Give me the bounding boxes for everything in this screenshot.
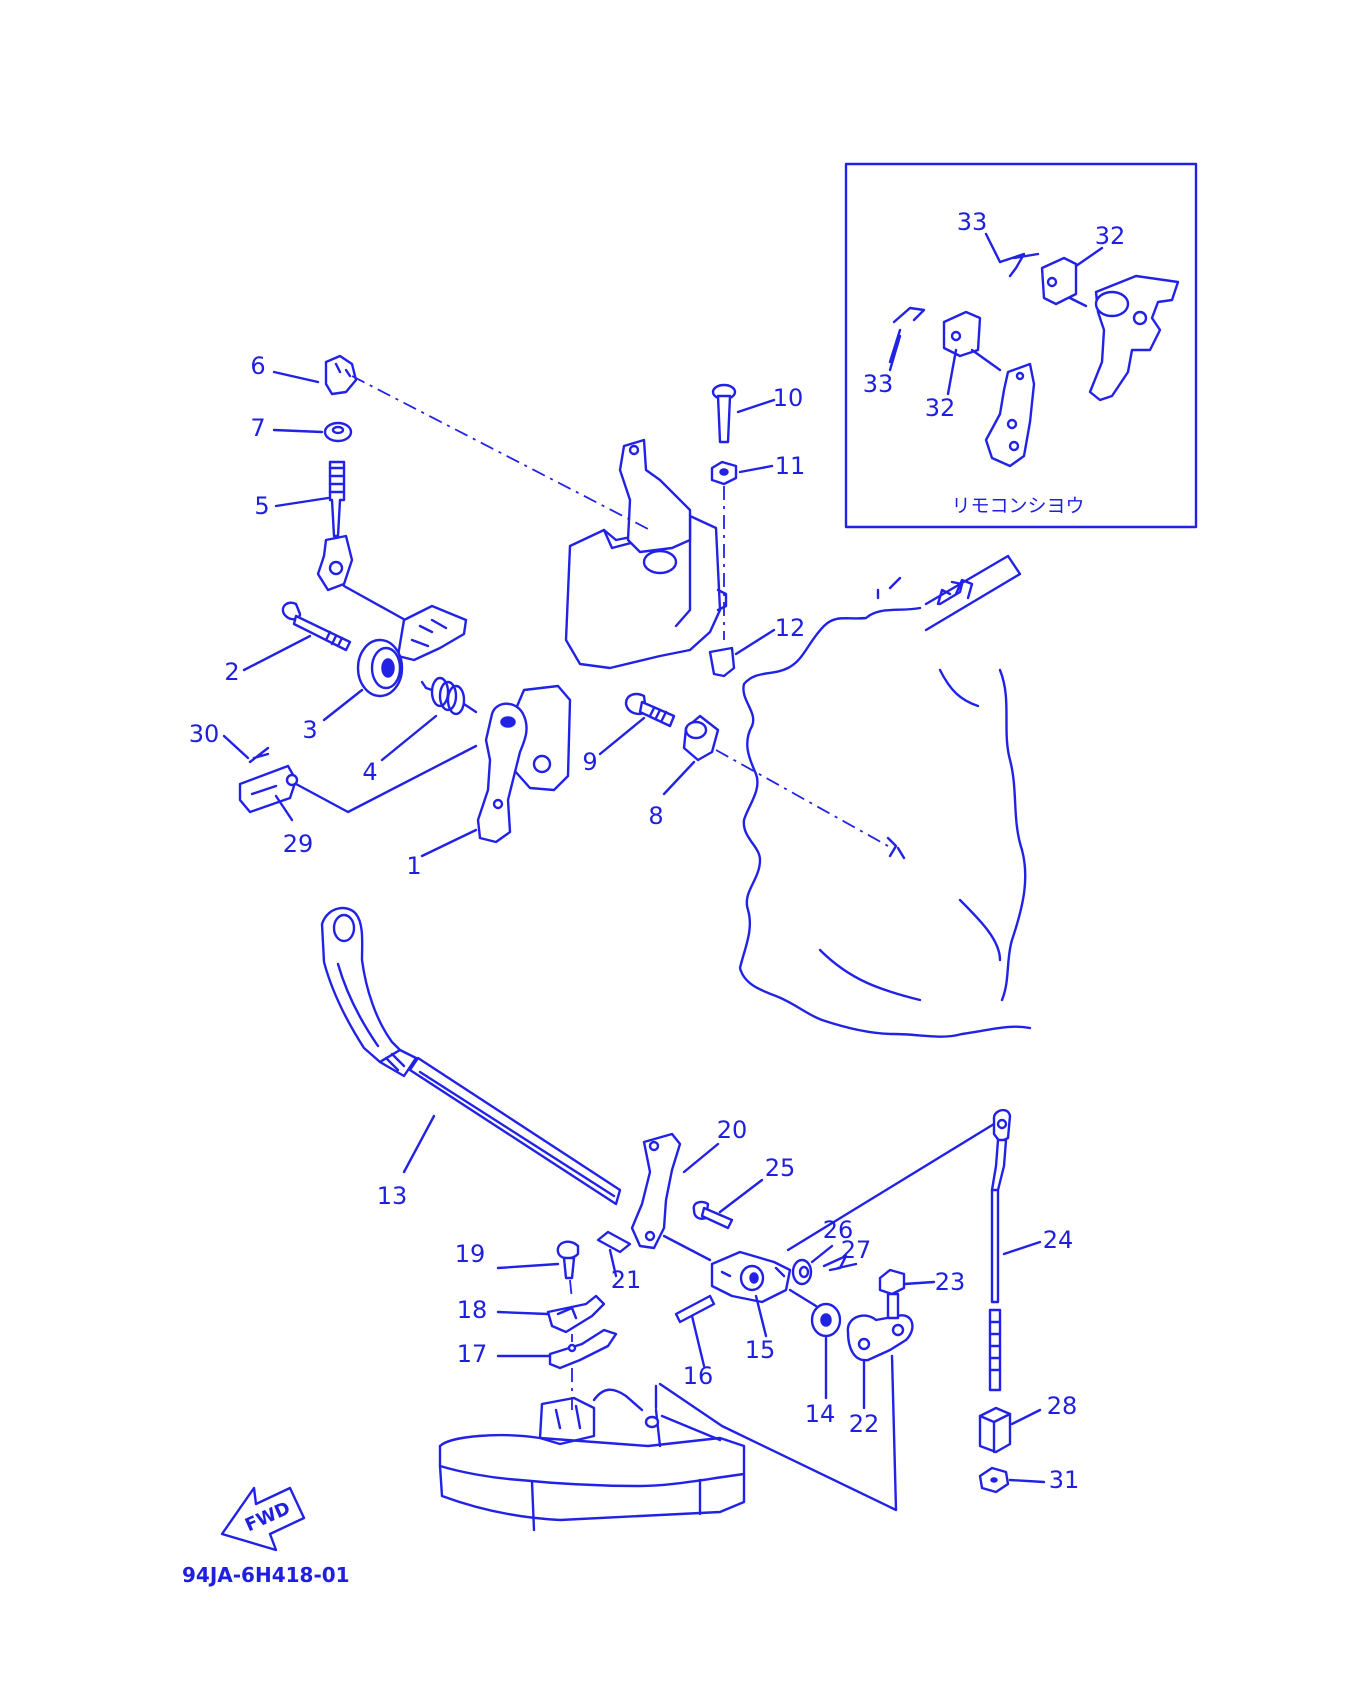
label-26: 26	[823, 1216, 854, 1244]
label-17: 17	[457, 1340, 488, 1368]
label-28: 28	[1047, 1392, 1078, 1420]
part-13-handle	[320, 906, 402, 1064]
control-bracket	[564, 438, 728, 670]
part-12	[708, 646, 736, 678]
label-14: 14	[805, 1400, 836, 1428]
part-32-upper	[1040, 256, 1078, 306]
inset-frame	[844, 162, 1198, 529]
label-31: 31	[1049, 1466, 1080, 1494]
part-23-bolt	[886, 1292, 900, 1320]
part-13-shift-lever: 13	[320, 906, 622, 1210]
label-7: 7	[250, 414, 265, 442]
label-21: 21	[611, 1266, 642, 1294]
part-2-bolt	[292, 614, 352, 652]
label-18: 18	[457, 1296, 488, 1324]
part-1-lever	[476, 702, 528, 844]
part-27	[822, 1254, 848, 1272]
throttle-link-assembly: 6 7 5 2 3 4 30 29 1	[189, 352, 651, 880]
bracket-fasteners: 10 11 12 9 8	[582, 383, 906, 860]
part-10-bolt	[716, 394, 732, 444]
label-33-lower: 33	[863, 370, 894, 398]
label-1: 1	[406, 852, 421, 880]
label-16: 16	[683, 1362, 714, 1390]
part-18	[546, 1294, 606, 1334]
part-25-bolt	[700, 1206, 734, 1230]
label-33-upper: 33	[957, 208, 988, 236]
label-25: 25	[765, 1154, 796, 1182]
label-12: 12	[775, 614, 806, 642]
part-33-lower	[888, 306, 926, 364]
part-23-head	[878, 1268, 906, 1296]
part-4-spring	[420, 676, 478, 716]
label-2: 2	[224, 658, 239, 686]
label-9: 9	[582, 748, 597, 776]
remote-control-inset: 33 32 33 32 リモコンシヨウ	[844, 162, 1198, 529]
part-19-head	[556, 1240, 580, 1260]
part-6	[324, 354, 358, 396]
label-5: 5	[254, 492, 269, 520]
bracket-arm	[618, 438, 692, 554]
part-20	[630, 1132, 682, 1250]
part-13-shaft	[408, 1056, 622, 1206]
part-30	[248, 746, 270, 764]
part-19-bolt	[562, 1256, 576, 1280]
label-32-upper: 32	[1095, 222, 1126, 250]
label-15: 15	[745, 1336, 776, 1364]
part-21	[596, 1230, 632, 1254]
fwd-arrow-icon	[220, 1486, 306, 1552]
part-17	[548, 1328, 618, 1370]
label-11: 11	[775, 452, 806, 480]
part-16	[674, 1294, 716, 1324]
label-23: 23	[935, 1268, 966, 1296]
remote-plate-lever	[984, 362, 1036, 468]
shift-linkage: 20 25 19 21 18 17 16 15 14 22 26 27 23 2…	[438, 1108, 1080, 1532]
remote-lever-boss	[1094, 290, 1130, 318]
drawing-number: 94JA-6H418-01	[182, 1563, 350, 1587]
part-33-upper	[998, 252, 1040, 278]
part-32-lower	[942, 310, 982, 358]
label-19: 19	[455, 1240, 486, 1268]
label-8: 8	[648, 802, 663, 830]
part-24-rod	[990, 1138, 1008, 1304]
label-24: 24	[1043, 1226, 1074, 1254]
engine-outline	[738, 554, 1032, 1038]
label-6: 6	[250, 352, 265, 380]
bottom-cowling	[438, 1384, 746, 1532]
fwd-arrow: FWD	[220, 1486, 306, 1552]
label-4: 4	[362, 758, 377, 786]
inset-caption: リモコンシヨウ	[951, 495, 1084, 517]
label-32-lower: 32	[925, 394, 956, 422]
label-27: 27	[841, 1236, 872, 1264]
part-22	[846, 1314, 914, 1362]
label-13: 13	[377, 1182, 408, 1210]
label-20: 20	[717, 1116, 748, 1144]
label-30: 30	[189, 720, 220, 748]
label-3: 3	[302, 716, 317, 744]
label-10: 10	[773, 384, 804, 412]
part-5-rod	[328, 460, 346, 538]
label-22: 22	[849, 1410, 880, 1438]
label-29: 29	[283, 830, 314, 858]
